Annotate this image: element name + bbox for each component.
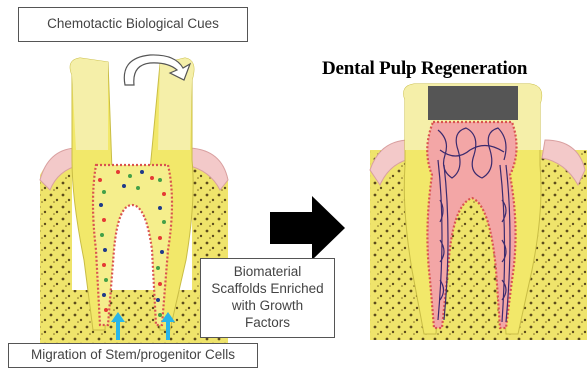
diagram-title: Dental Pulp Regeneration [322,58,587,80]
scaffold-label-line: Biomaterial [234,264,302,281]
stem-cell-migration-label: Migration of Stem/progenitor Cells [8,343,258,368]
left-enamel-left [70,58,108,150]
scaffold-label-line: with Growth [232,298,303,315]
scaffold-label-line: Factors [245,315,290,332]
crown-cap [428,86,518,120]
scaffold-label: Biomaterial Scaffolds Enriched with Grow… [200,258,335,338]
right-arrow-icon [270,196,345,260]
right-tooth [370,84,587,340]
chemotactic-cues-label: Chemotactic Biological Cues [18,7,248,42]
scaffold-label-line: Scaffolds Enriched [211,281,323,298]
